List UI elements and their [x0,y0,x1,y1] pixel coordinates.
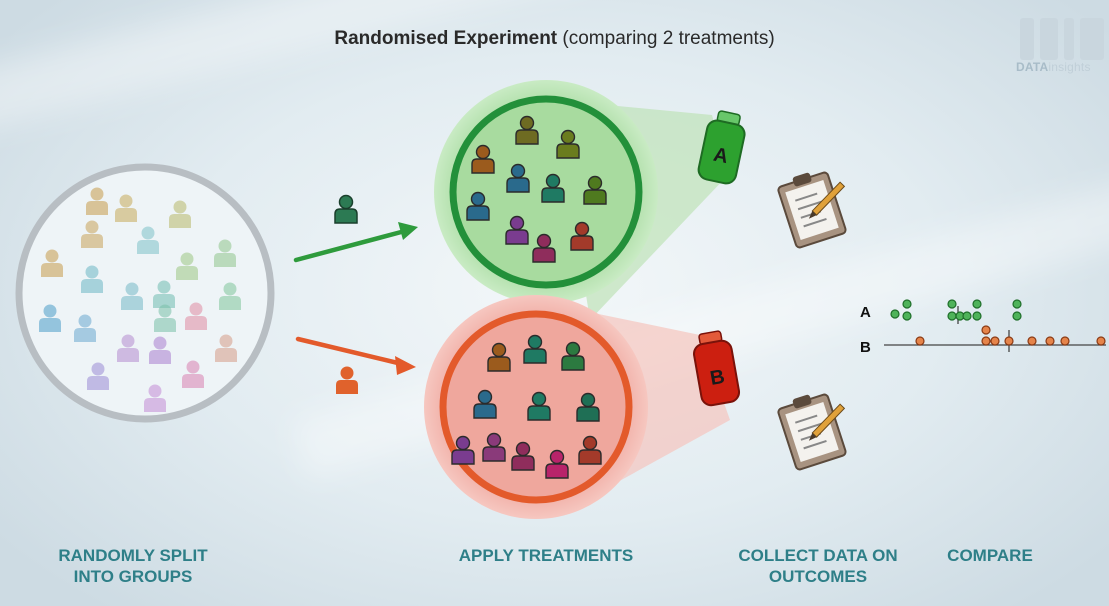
row-label-b: B [860,339,871,356]
step-label-split: RANDOMLY SPLIT INTO GROUPS [58,546,208,586]
row-label-a: A [860,304,871,321]
arrow-icon-to-group-a [293,222,418,263]
group-a-letter: A [711,144,730,169]
clipboard-icon [777,171,847,249]
step-label-collect: COLLECT DATA ON OUTCOMES [738,546,898,586]
clipboard-icon [777,393,847,471]
logo-icon [1020,18,1104,60]
arrow-icon-to-group-b [295,336,416,375]
group-b-circle [424,295,730,519]
step-label-apply: APPLY TREATMENTS [458,546,634,565]
compare-dot-plot: A B [860,299,1106,356]
group-a-circle [434,80,728,320]
logo-text: DATAinsights [1016,60,1091,74]
step-label-compare: COMPARE [947,546,1033,565]
series-b-dots [915,325,1106,346]
series-a-dots [890,299,1022,321]
bottle-icon-b: B [693,330,741,407]
group-b-letter: B [708,366,726,390]
bottle-icon-a: A [697,110,746,185]
person-icon [336,366,358,394]
diagram-title: Randomised Experiment (comparing 2 treat… [334,28,775,49]
population-circle [15,163,275,423]
person-icon [334,194,358,224]
